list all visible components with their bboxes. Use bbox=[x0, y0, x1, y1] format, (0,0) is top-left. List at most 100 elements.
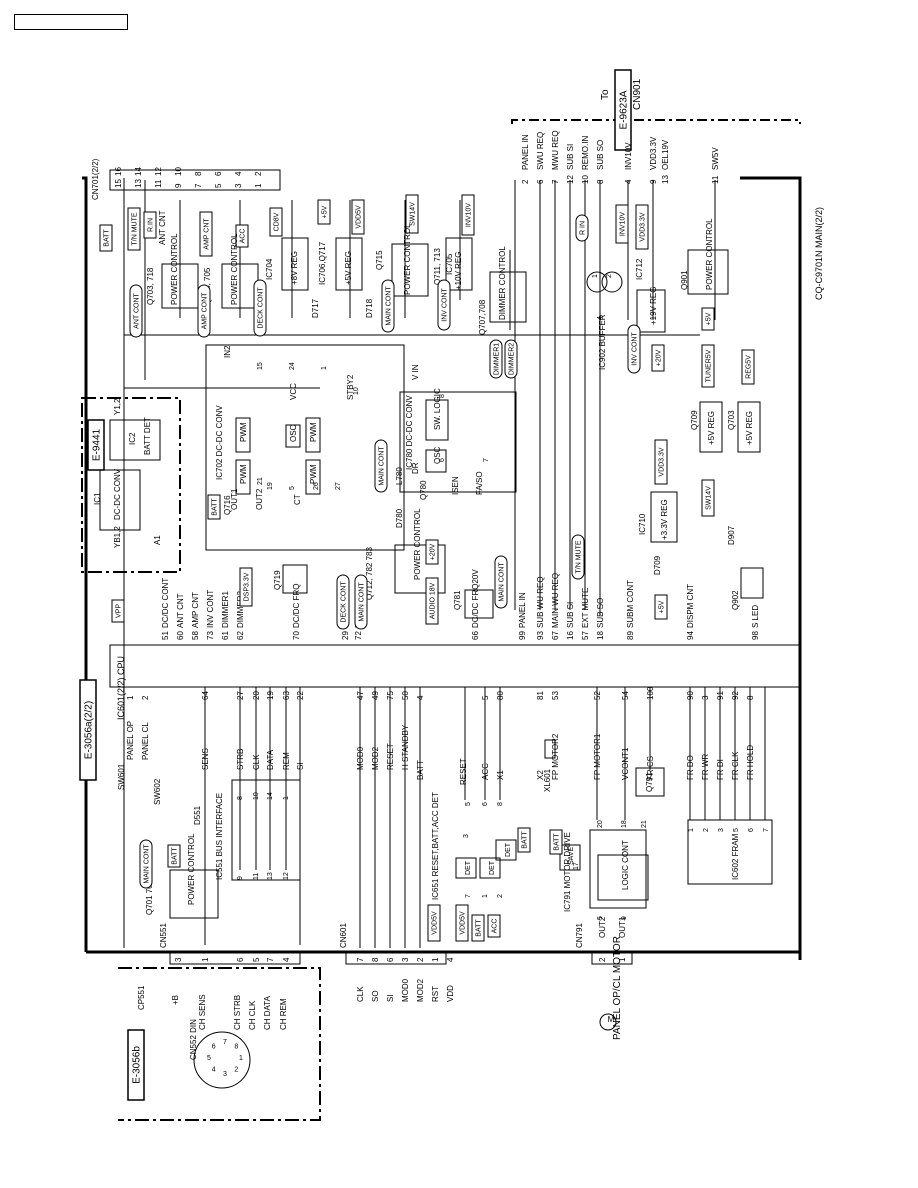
ic702-title: IC702 DC-DC CONV bbox=[215, 405, 224, 480]
label-ic780-d780: D780 bbox=[395, 508, 404, 528]
label-right_blocks-ic902: IC902 BUFFER bbox=[598, 314, 607, 370]
label-cpu-left_pins-4-label: CLK bbox=[252, 754, 261, 770]
cn901-pin-10: 10 bbox=[581, 175, 590, 184]
pwm-4: PWM bbox=[309, 464, 318, 484]
label-lower_left-batt_b: BATT bbox=[475, 919, 482, 937]
label-ic780-l780: L780 bbox=[395, 467, 404, 485]
cn701-pin-14: 14 bbox=[134, 167, 143, 176]
ic651-pin-2: 2 bbox=[497, 894, 504, 898]
label-top_blocks-ic706: IC706,Q717 bbox=[318, 241, 327, 285]
label-top_blocks-reg_8v: +8V REG bbox=[290, 251, 299, 285]
label-mid_right-p20v: +20V bbox=[429, 543, 436, 560]
ic602-pin-5: 5 bbox=[733, 828, 740, 832]
label-mid_right-power_control: POWER CONTROL bbox=[413, 508, 422, 580]
label-box-right_blocks-reg5v_label bbox=[741, 349, 755, 385]
cn701-pin-10: 10 bbox=[174, 167, 183, 176]
label-right_blocks-q703: Q703 bbox=[727, 410, 736, 430]
ic702-pin-26: 26 bbox=[313, 482, 320, 490]
label-lower_left-cn791_pins-1-label: OUT1 bbox=[618, 916, 627, 938]
cn791-connector bbox=[591, 951, 633, 965]
din-pin-5: 5 bbox=[207, 1055, 211, 1062]
label-box-right_blocks-tn_mute bbox=[571, 534, 585, 580]
cpu-pin-53: 53 bbox=[551, 691, 560, 700]
label-right_blocks-tuner5v: TUNER5V bbox=[705, 349, 712, 382]
label-lower_left-q701: Q701 702 bbox=[145, 879, 154, 915]
label-mid_right-main_cont: MAIN CONT bbox=[498, 562, 505, 602]
label-right_blocks-q902: Q902 bbox=[731, 590, 740, 610]
ic791-pin-20: 20 bbox=[597, 820, 604, 828]
cn901-pin-9: 9 bbox=[649, 179, 658, 184]
label-top_blocks-p5v: +5V bbox=[321, 205, 328, 218]
label-top_blocks-deck_cont: DECK CONT bbox=[257, 287, 264, 329]
label-ic702-dsp: DSP3.3V bbox=[243, 572, 250, 601]
cn701-title: CN701(2/2) bbox=[91, 158, 100, 200]
label-ic702-out1: OUT1 bbox=[230, 488, 239, 510]
ic551-pin-14: 14 bbox=[267, 792, 274, 800]
label-box-mid_right-main_cont bbox=[494, 555, 508, 609]
label-cn901_pins-2-label: MWU REQ bbox=[551, 130, 560, 170]
ic780-pin-6: 6 bbox=[439, 458, 446, 462]
panel-motor-label: PANEL OP/CL MOTOR bbox=[612, 936, 623, 1040]
label-top_blocks-tn_mute: T/N MUTE bbox=[131, 212, 138, 245]
cn901-pin-7: 7 bbox=[551, 179, 560, 184]
cpu-pin-61: 61 bbox=[221, 631, 230, 640]
label-box-ic702-main_cont bbox=[374, 439, 388, 493]
label-cpu-left_pins-13-label: ACC bbox=[481, 763, 490, 780]
cn601-pin-6: 6 bbox=[386, 957, 395, 962]
ic791-pin-9: 9 bbox=[621, 916, 628, 920]
cpu-pin-60: 60 bbox=[176, 631, 185, 640]
cn601-pin-3: 3 bbox=[401, 957, 410, 962]
label-top_blocks-r_in: R.IN bbox=[147, 218, 154, 232]
label-box-right_blocks-p5v_b bbox=[654, 594, 668, 620]
ic702-pin-15: 15 bbox=[257, 362, 264, 370]
label-top_blocks-reg_5v: +5V REG bbox=[344, 251, 353, 285]
label-right_blocks-p5v: +5V bbox=[705, 312, 712, 325]
cpu-title: IC601(2/2) CPU bbox=[116, 656, 126, 720]
ic780-block bbox=[399, 391, 517, 493]
label-cpu-left_pins-6-label: REM bbox=[282, 752, 291, 770]
label-box-top_blocks-p5v bbox=[317, 199, 331, 225]
label-lower_left-sw602: SW602 bbox=[153, 778, 162, 805]
cpu-pin-99: 99 bbox=[518, 631, 527, 640]
label-box-top_blocks-dimmer2 bbox=[504, 339, 518, 379]
cn701-pin-5: 5 bbox=[214, 183, 223, 188]
label-right_blocks-inv10v: INV10V bbox=[619, 212, 626, 236]
label-box-top_blocks-inv_cont bbox=[437, 279, 451, 331]
label-top_blocks-q711: Q711, 713 bbox=[433, 248, 442, 285]
label-right_blocks-ic712: IC712 bbox=[635, 258, 644, 280]
label-right_blocks-reg5v_2: +5V REG bbox=[745, 411, 754, 445]
cpu-pin-63: 63 bbox=[282, 691, 291, 700]
ic780-title: IC780 DC-DC CONV bbox=[405, 395, 414, 470]
label-cpu-right_pins-9-label: DC/DC FRQ20V bbox=[471, 569, 480, 628]
cpu-pin-89: 89 bbox=[626, 631, 635, 640]
din-pin-1: 1 bbox=[239, 1055, 243, 1062]
cpu-pin-19: 19 bbox=[266, 691, 275, 700]
ic791-pin-17: 17 bbox=[573, 862, 580, 870]
label-box-right_blocks-inv_cont bbox=[627, 324, 641, 374]
label-right_blocks-power_control: POWER CONTROL bbox=[705, 218, 714, 290]
cpu-pin-66: 66 bbox=[471, 631, 480, 640]
ic602-pin-7: 7 bbox=[763, 828, 770, 832]
label-lower_left-ch_data: CH DATA bbox=[263, 995, 272, 1030]
label-box-top_blocks-vdd5v bbox=[351, 199, 365, 235]
label-right_blocks-reg5v_1: +5V REG bbox=[707, 411, 716, 445]
label-box-top_blocks-batt bbox=[99, 224, 113, 252]
label-cpu-left_pins-18-label: VCONT1 bbox=[621, 747, 630, 780]
label-box-top_blocks-deck_cont bbox=[253, 279, 267, 337]
label-box-mid_right-p20v bbox=[425, 539, 439, 565]
label-cpu-left_pins-2-label: SENS bbox=[201, 748, 210, 770]
label-top_blocks-dimmer2: DIMMER2 bbox=[508, 343, 515, 375]
cpu-pin-58: 58 bbox=[191, 631, 200, 640]
label-box-mid_right-deck_cont bbox=[336, 574, 350, 630]
ic651-pin-7: 7 bbox=[465, 894, 472, 898]
ic702-pin-1: 1 bbox=[321, 366, 328, 370]
label-lower_left-vdd5v_b: VDD5V bbox=[459, 911, 466, 935]
label-box-lower_left-vdd5v_b bbox=[455, 904, 469, 942]
label-ic702-q716: Q716 bbox=[223, 495, 232, 515]
ic791-pin-18: 18 bbox=[621, 820, 628, 828]
label-cpu-left_pins-1-label: PANEL CL bbox=[141, 722, 150, 760]
label-lower_left-main_cont: MAIN CONT bbox=[143, 844, 150, 884]
label-right_blocks-p5v_b: +5V bbox=[658, 600, 665, 613]
cn791-pin-1: 1 bbox=[618, 957, 627, 962]
din-pin-2: 2 bbox=[234, 1066, 238, 1073]
